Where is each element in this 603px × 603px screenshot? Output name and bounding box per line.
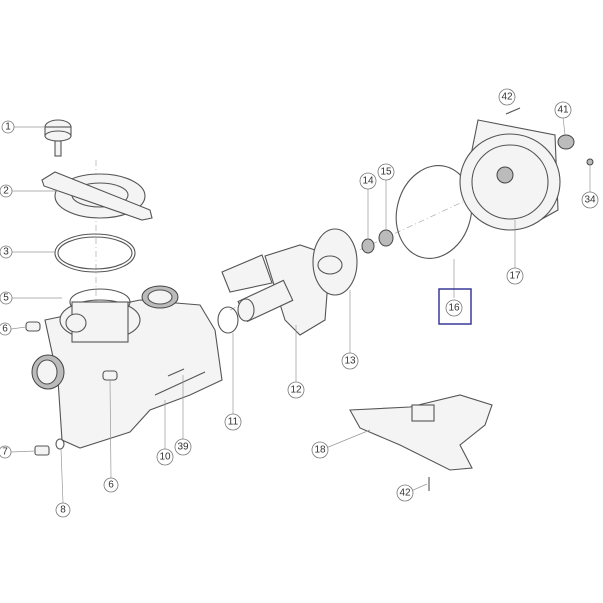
svg-text:8: 8	[60, 505, 66, 516]
svg-text:10: 10	[159, 452, 171, 463]
svg-text:1: 1	[5, 122, 11, 133]
part-motor-support	[349, 394, 493, 471]
svg-text:39: 39	[177, 442, 189, 453]
part-screw	[167, 368, 185, 377]
svg-text:18: 18	[314, 445, 326, 456]
callout-13[interactable]: 13	[341, 352, 359, 370]
part-knob	[44, 119, 72, 157]
callout-3[interactable]: 3	[0, 245, 13, 259]
callout-12[interactable]: 12	[287, 381, 305, 399]
callout-6[interactable]: 6	[0, 322, 12, 336]
part-drain-plug	[102, 370, 118, 381]
callout-34[interactable]: 34	[581, 191, 599, 209]
svg-text:13: 13	[344, 356, 356, 367]
part-seal-plate-o-ring	[395, 165, 473, 259]
callout-10[interactable]: 10	[156, 448, 174, 466]
callout-17[interactable]: 17	[506, 267, 524, 285]
part-pump-body	[31, 285, 223, 449]
part-seal-seat	[378, 229, 394, 247]
part-plug	[34, 445, 50, 456]
part-mechanical-seal	[361, 238, 375, 254]
part-small-o-ring	[55, 438, 65, 450]
svg-text:15: 15	[380, 167, 392, 178]
svg-text:12: 12	[290, 385, 302, 396]
svg-text:6: 6	[2, 324, 8, 335]
svg-text:42: 42	[501, 92, 513, 103]
callout-7[interactable]: 7	[0, 445, 12, 459]
part-washer	[557, 134, 575, 150]
part-impeller	[312, 228, 358, 296]
callout-6[interactable]: 6	[103, 477, 119, 493]
callout-14[interactable]: 14	[359, 172, 377, 190]
part-lid-o-ring	[54, 233, 136, 273]
callout-39[interactable]: 39	[174, 438, 192, 456]
svg-text:42: 42	[399, 488, 411, 499]
part-screw	[505, 107, 521, 115]
svg-text:34: 34	[584, 195, 596, 206]
callout-2[interactable]: 2	[0, 184, 13, 198]
part-support-bracket	[411, 404, 435, 422]
callout-42[interactable]: 42	[498, 88, 516, 106]
callout-8[interactable]: 8	[55, 502, 71, 518]
svg-text:41: 41	[557, 105, 569, 116]
leader-lines	[10, 116, 591, 504]
svg-text:14: 14	[362, 176, 374, 187]
svg-text:7: 7	[2, 447, 8, 458]
callout-16[interactable]: 16	[445, 299, 463, 317]
part-drain-plug	[25, 321, 41, 332]
svg-text:6: 6	[108, 480, 114, 491]
callout-18[interactable]: 18	[311, 441, 329, 459]
part-seal-plate	[459, 119, 561, 231]
callout-42[interactable]: 42	[396, 484, 414, 502]
svg-text:11: 11	[228, 417, 239, 428]
callout-5[interactable]: 5	[0, 291, 13, 305]
svg-text:3: 3	[3, 247, 9, 258]
callout-41[interactable]: 41	[554, 101, 572, 119]
svg-text:17: 17	[509, 271, 521, 282]
svg-text:2: 2	[3, 186, 9, 197]
callout-15[interactable]: 15	[377, 163, 395, 181]
callout-1[interactable]: 1	[1, 120, 15, 134]
part-lid-o-ring-inner	[57, 236, 133, 270]
callout-11[interactable]: 11	[224, 413, 242, 431]
svg-text:16: 16	[448, 303, 460, 314]
highlight-box	[438, 288, 472, 325]
svg-text:5: 5	[3, 293, 9, 304]
part-lid	[41, 171, 153, 221]
part-diffuser-o-ring	[217, 306, 239, 334]
part-nut	[586, 158, 594, 166]
